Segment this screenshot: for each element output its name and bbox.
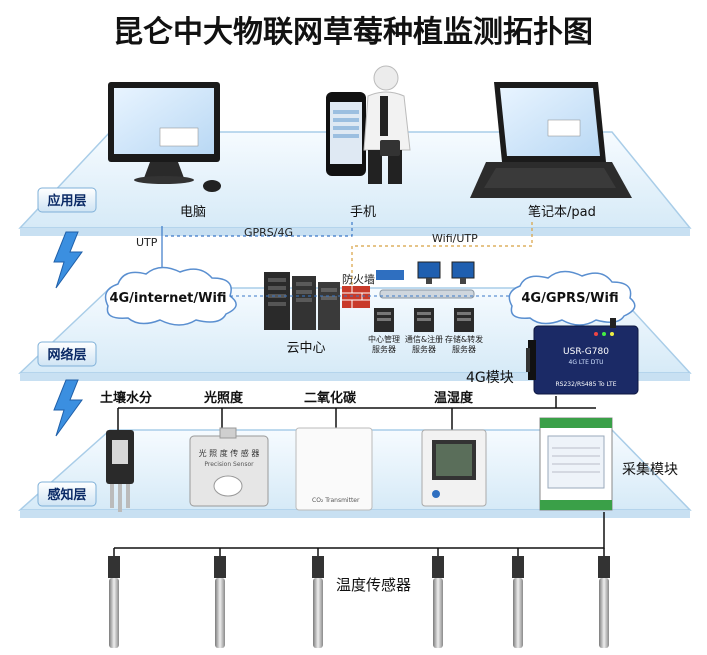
wifi-utp-label: Wifi/UTP [432, 232, 478, 245]
server-rack-icon [264, 272, 340, 330]
gprs4g-label: GPRS/4G [244, 226, 293, 239]
firewall-label: 防火墙 [342, 272, 375, 286]
temperature-probes [108, 548, 610, 648]
network-layer-badge: 网络层 [37, 341, 97, 367]
desktop-pc-icon [108, 82, 221, 192]
light-box-text: 光 照 度 传 感 器 [199, 448, 260, 458]
switch-icon [376, 270, 404, 280]
server-label: 中心管理服务器 [368, 334, 400, 354]
laptop-label: 笔记本/pad [528, 204, 596, 220]
soil-label: 土壤水分 [100, 390, 152, 406]
page-title: 昆仑中大物联网草莓种植监测拓扑图 [113, 15, 593, 50]
server-label: 通信&注册服务器 [405, 334, 443, 354]
phone-icon [326, 92, 366, 176]
utp-label: UTP [136, 236, 158, 249]
server-icon [374, 308, 394, 332]
light-label: 光照度 [203, 390, 244, 406]
temperature-probe-icon [214, 548, 226, 648]
lightning-icon [53, 379, 83, 437]
cloud-right-label: 4G/GPRS/Wifi [521, 291, 618, 306]
temperature-label: 温度传感器 [336, 576, 411, 594]
cloud-right-icon: 4G/GPRS/Wifi [508, 270, 636, 326]
phone-label: 手机 [350, 205, 376, 220]
application-layer-badge: 应用层 [37, 187, 97, 213]
collector-module-icon [539, 417, 613, 511]
wifi-link-line [351, 222, 533, 298]
co2-sensor-icon: CO₂ Transmitter [295, 427, 373, 511]
application-layer-label: 应用层 [47, 193, 86, 209]
dtu-model-label: USR-G780 [563, 347, 609, 357]
dtu-sub-label: 4G LTE DTU [569, 359, 604, 366]
dtu-label: 4G模块 [466, 370, 514, 386]
sensor-bus-line [117, 396, 596, 430]
laptop-icon [470, 82, 632, 198]
temperature-probe-icon [512, 548, 524, 648]
temperature-probe-icon [108, 548, 120, 648]
perception-layer-badge: 感知层 [37, 481, 97, 507]
humidity-sensor-icon [421, 429, 487, 507]
temperature-probe-icon [312, 548, 324, 648]
temperature-probe-icon [598, 548, 610, 648]
pc-label: 电脑 [180, 205, 206, 220]
humidity-label: 温湿度 [434, 390, 474, 406]
gprs-link-line [162, 222, 353, 237]
lightning-icon [53, 231, 83, 289]
network-layer-label: 网络层 [47, 347, 86, 363]
server-icon [454, 308, 474, 332]
soil-sensor-icon [106, 430, 134, 512]
dtu-port-label: RS232/RS485 To LTE [556, 381, 617, 388]
light-box-sub: Precision Sensor [204, 461, 254, 468]
light-sensor-icon: 光 照 度 传 感 器 Precision Sensor [189, 427, 269, 507]
businessman-icon [363, 65, 411, 184]
cloud-left-icon: 4G/internet/Wifi [104, 266, 237, 326]
cloud-center-label: 云中心 [286, 341, 325, 356]
server-label: 存储&转发服务器 [445, 334, 483, 354]
monitor-icon [451, 261, 475, 284]
monitor-icon [417, 261, 441, 284]
perception-layer-label: 感知层 [47, 487, 86, 503]
server-icon [414, 308, 434, 332]
network-bus [379, 289, 475, 299]
collector-label: 采集模块 [622, 461, 678, 478]
co2-label: 二氧化碳 [304, 390, 357, 406]
temperature-probe-icon [432, 548, 444, 648]
co2-box-text: CO₂ Transmitter [312, 497, 360, 504]
dtu-module-icon: USR-G780 4G LTE DTU RS232/RS485 To LTE [526, 318, 639, 395]
firewall-icon [342, 286, 370, 308]
cloud-left-label: 4G/internet/Wifi [109, 291, 226, 306]
